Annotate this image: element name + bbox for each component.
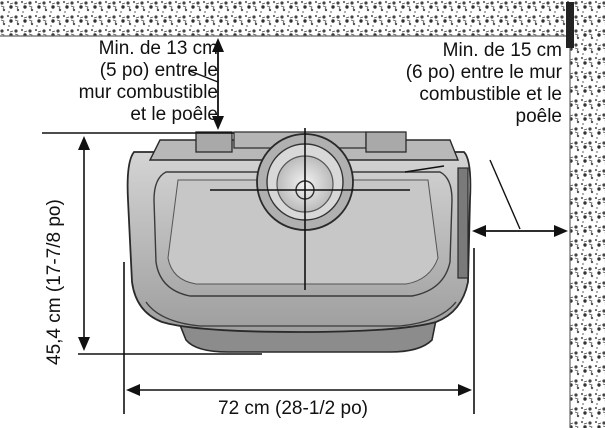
side-callout-leader	[404, 165, 445, 173]
combustible-wall-top	[0, 0, 575, 37]
side-clearance-arrow	[472, 159, 568, 237]
combustible-wall-right	[566, 0, 605, 428]
side-clearance-note: Min. de 15 cm (6 po) entre le mur combus…	[405, 40, 562, 127]
top-callout-leader	[189, 70, 219, 83]
top-clearance-arrow	[212, 38, 224, 130]
width-dimension-label: 72 cm (28-1/2 po)	[218, 398, 368, 419]
top-clearance-note: Min. de 13 cm (5 po) entre le mur combus…	[78, 38, 218, 125]
depth-dimension	[42, 132, 262, 355]
width-dimension	[123, 248, 475, 414]
depth-dimension-label: 45,4 cm (17-7/8 po)	[44, 199, 65, 365]
flue-centerlines	[210, 128, 410, 290]
